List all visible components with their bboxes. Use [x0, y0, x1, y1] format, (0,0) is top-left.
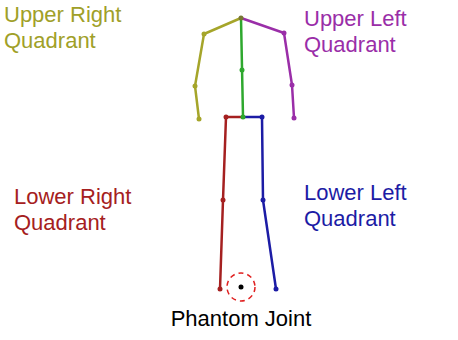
upper-left-limb: [241, 18, 294, 118]
phantom-joint-marker: [227, 273, 255, 301]
quadrant-label: Lower Right Quadrant: [14, 184, 184, 236]
quadrant-label: Upper Left Quadrant: [304, 6, 454, 58]
quadrant-label: Lower Left Quadrant: [304, 180, 454, 232]
joints: [193, 16, 297, 292]
lower-right-limb: [220, 117, 243, 289]
upper-right-limb: [195, 18, 241, 119]
quadrant-label: Upper Right Quadrant: [4, 2, 164, 54]
phantom-joint-label: Phantom Joint: [100, 306, 382, 332]
lower-left-limb: [243, 117, 276, 289]
